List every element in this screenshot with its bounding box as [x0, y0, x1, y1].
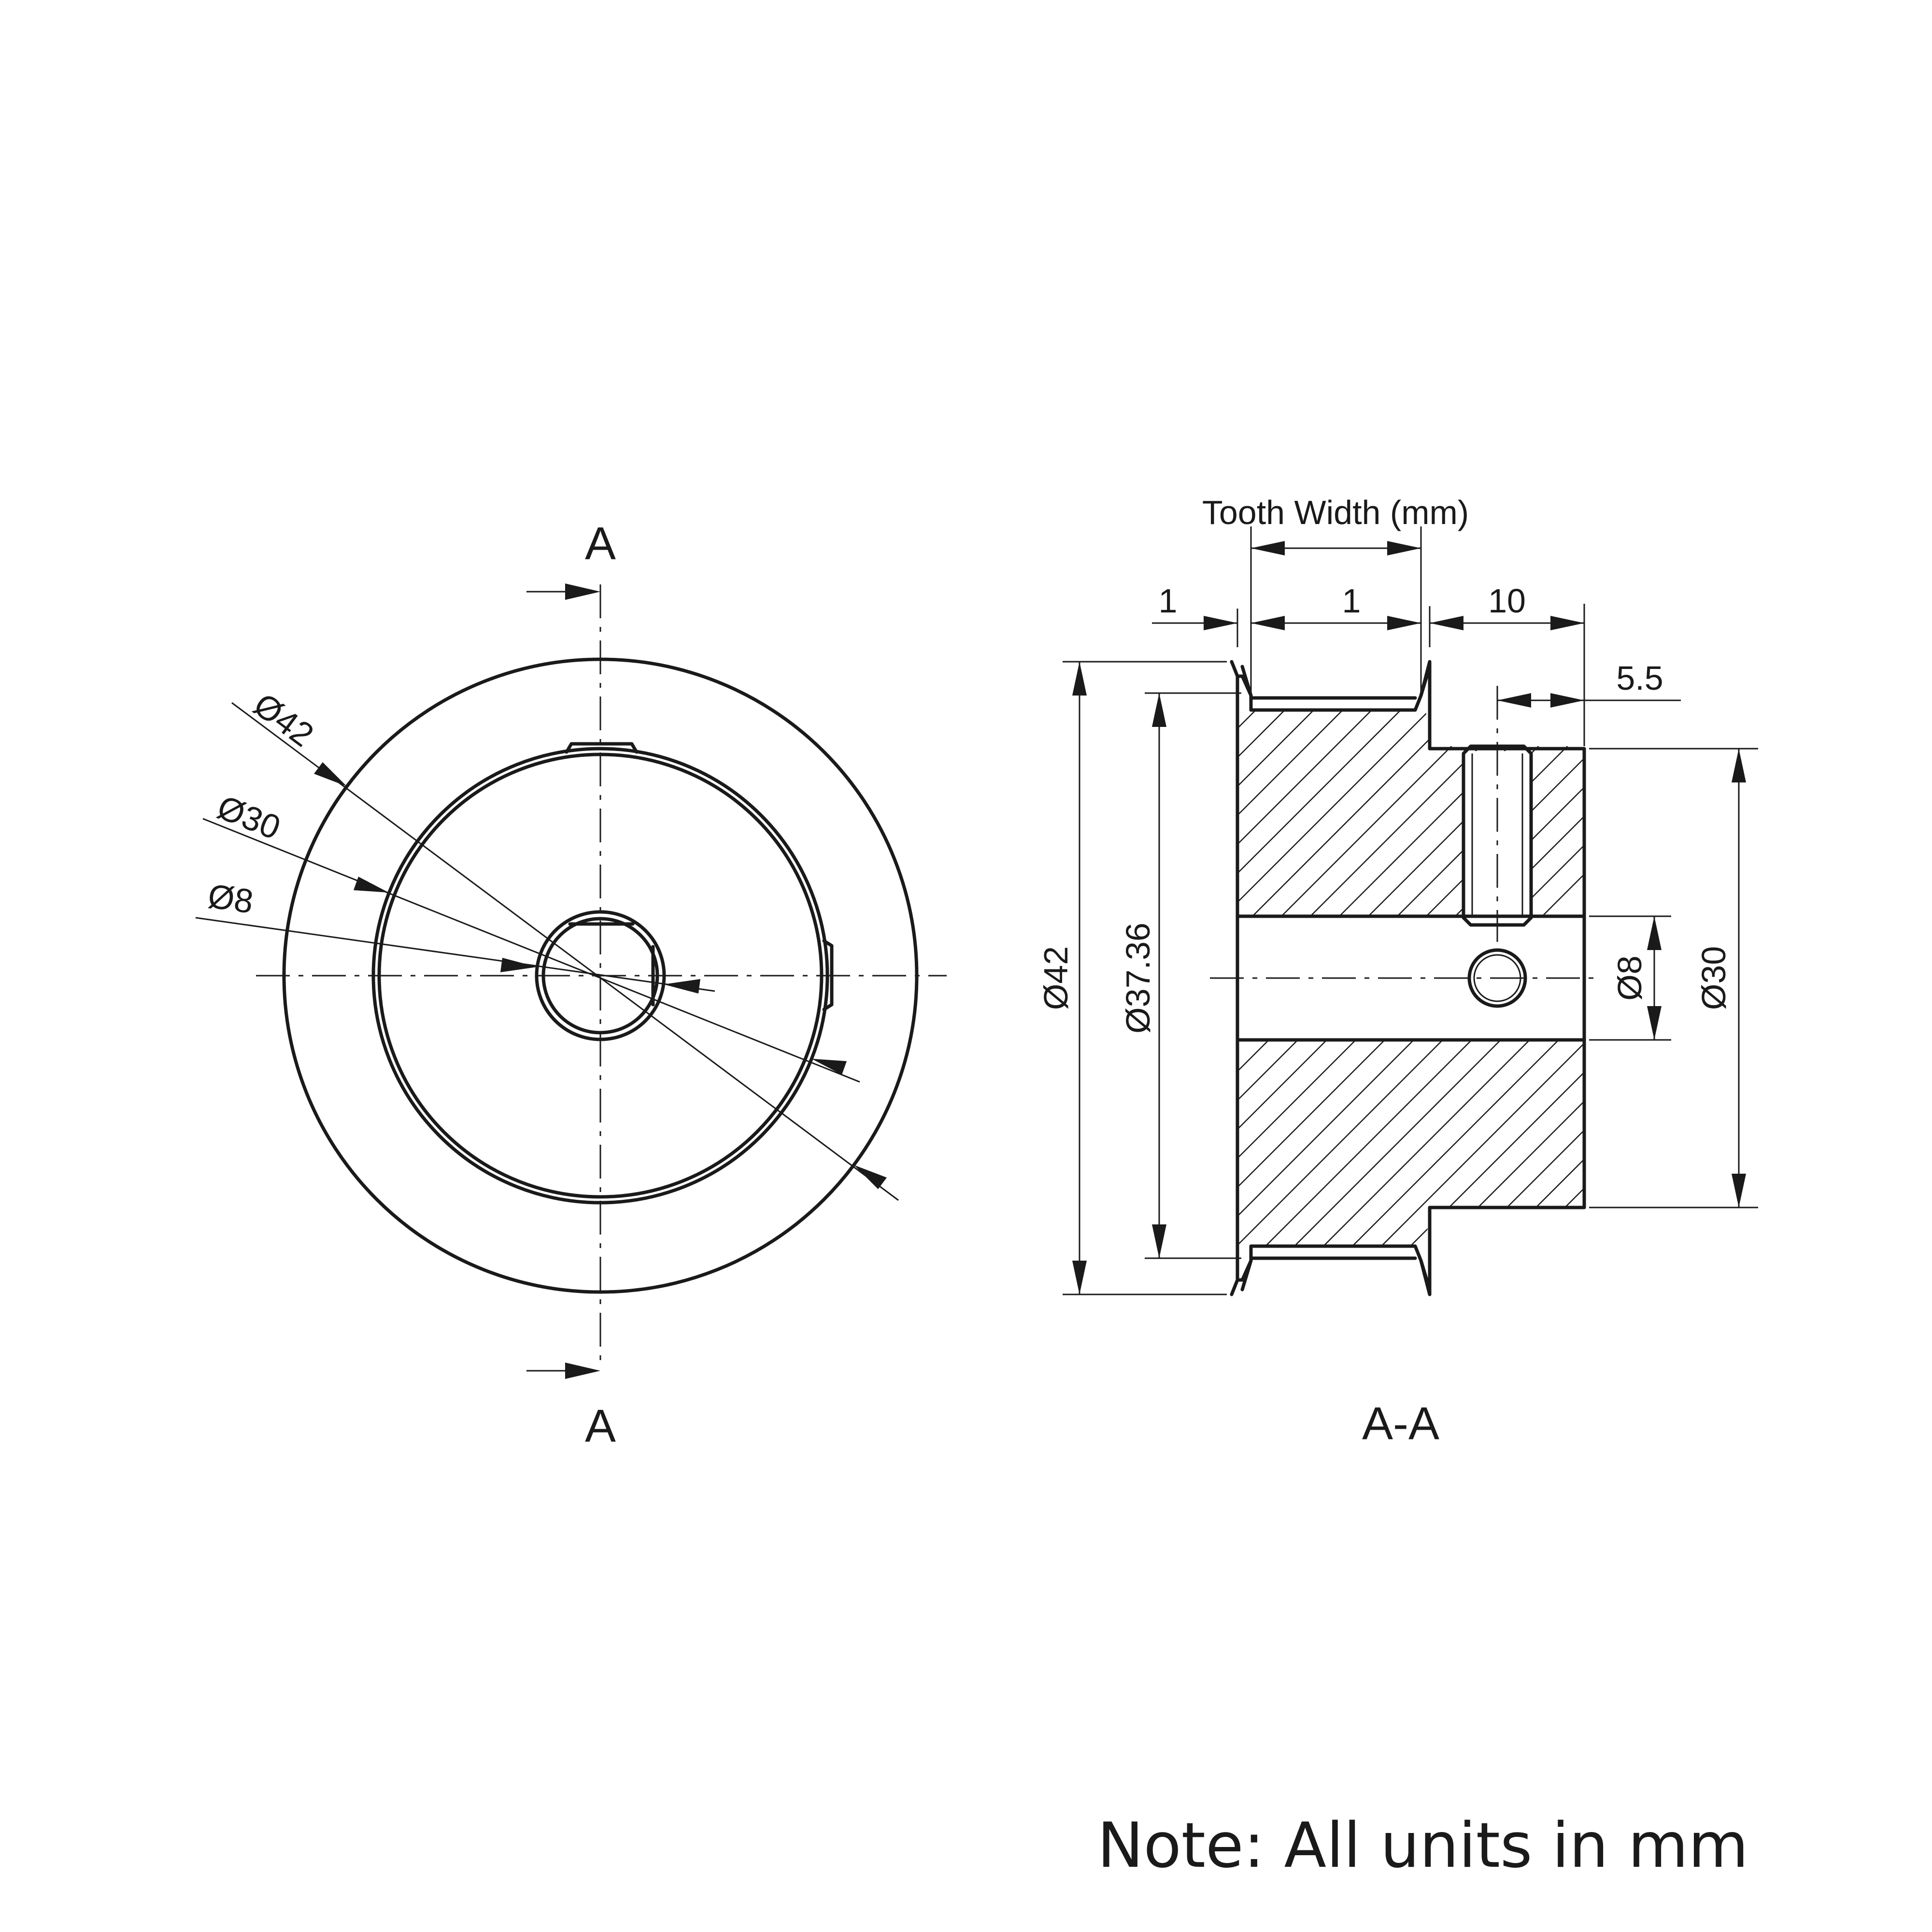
dim-hub-arrow-1 — [354, 877, 389, 893]
section-arrow-bottom-head — [565, 1363, 600, 1379]
section-arrow-top-head — [565, 583, 600, 600]
dim-pitch-arrow-bot — [1152, 1224, 1166, 1258]
hub-circle-outer — [371, 747, 829, 1205]
cross-hole-inner — [1473, 954, 1521, 1002]
front-view: A A Ø42 Ø30 Ø8 — [195, 518, 947, 1452]
tooth-width-arrow-1 — [1251, 541, 1285, 555]
dim-flange-arrow — [1204, 616, 1237, 630]
setscrew-outline — [1462, 744, 1533, 927]
dim-pitch-arrow-top — [1152, 693, 1166, 727]
hub-circle-inner — [377, 753, 824, 1199]
dim-outer-arrow-1 — [314, 762, 347, 786]
bore-circle — [535, 910, 666, 1041]
hatch-bottom-region — [1237, 1038, 1584, 1246]
dim-tooth-text: 1 — [1342, 582, 1361, 620]
dim-setscrew-text: 5.5 — [1616, 659, 1663, 697]
units-note: Note: All units in mm — [1097, 1810, 1748, 1882]
hub-notch-top — [565, 742, 639, 754]
dim-bore-arrow-1 — [500, 958, 537, 972]
dim-outer-arrow-2 — [854, 1165, 887, 1189]
section-title: A-A — [1362, 1398, 1439, 1449]
dim-outer-arrow-bot — [1072, 1261, 1087, 1294]
dim-bore-text-section: Ø8 — [1611, 955, 1648, 1000]
hub-notch-right — [822, 939, 834, 1011]
dim-tooth-arrow-2 — [1387, 616, 1421, 630]
section-letter-top: A — [585, 518, 616, 569]
section-letter-bottom: A — [585, 1400, 616, 1452]
hatch-top-region — [1237, 710, 1584, 918]
tooth-width-arrow-2 — [1387, 541, 1421, 555]
dim-bore-arrow-bot — [1647, 1006, 1662, 1040]
dim-outer-arrow-top — [1072, 662, 1087, 696]
dim-setscrew-arrow-2 — [1550, 693, 1584, 708]
section-outline-bottom — [1230, 1037, 1586, 1296]
dim-flange-text: 1 — [1159, 582, 1178, 620]
dim-hub-arrow-bot — [1732, 1174, 1746, 1208]
dim-outer-text: Ø42 — [247, 685, 321, 754]
dim-hub-text: Ø30 — [212, 788, 285, 847]
dim-bore-leader — [195, 917, 715, 992]
tooth-width-label: Tooth Width (mm) — [1202, 494, 1469, 531]
tooth-groove-bottom — [1240, 1256, 1432, 1292]
dim-hub-leader — [202, 818, 860, 1083]
dim-bore-arrow-2 — [664, 979, 700, 994]
setscrew-hole — [1463, 751, 1531, 920]
outer-flange-circle — [282, 657, 919, 1294]
section-view: Tooth Width (mm) 1 1 10 5.5 Ø42 Ø37.36 — [1037, 494, 1758, 1449]
dim-hub-len-text: 10 — [1488, 582, 1526, 620]
bore-circle-inner — [541, 917, 659, 1035]
dim-bore-arrow-top — [1647, 916, 1662, 950]
dim-pitch-text: Ø37.36 — [1119, 923, 1157, 1034]
dim-hub-text-section: Ø30 — [1695, 946, 1733, 1010]
tooth-groove-top — [1240, 665, 1432, 700]
cross-hole-circle — [1467, 948, 1527, 1008]
dim-bore-text: Ø8 — [206, 877, 256, 921]
dim-outer-leader — [231, 702, 899, 1201]
dim-setscrew-arrow-1 — [1497, 693, 1531, 708]
dim-hub-len-arrow — [1550, 616, 1584, 630]
dim-hub-arrow-top — [1732, 749, 1746, 782]
dim-outer-text-section: Ø42 — [1037, 946, 1075, 1010]
dim-hub-arrow-2 — [811, 1059, 847, 1075]
